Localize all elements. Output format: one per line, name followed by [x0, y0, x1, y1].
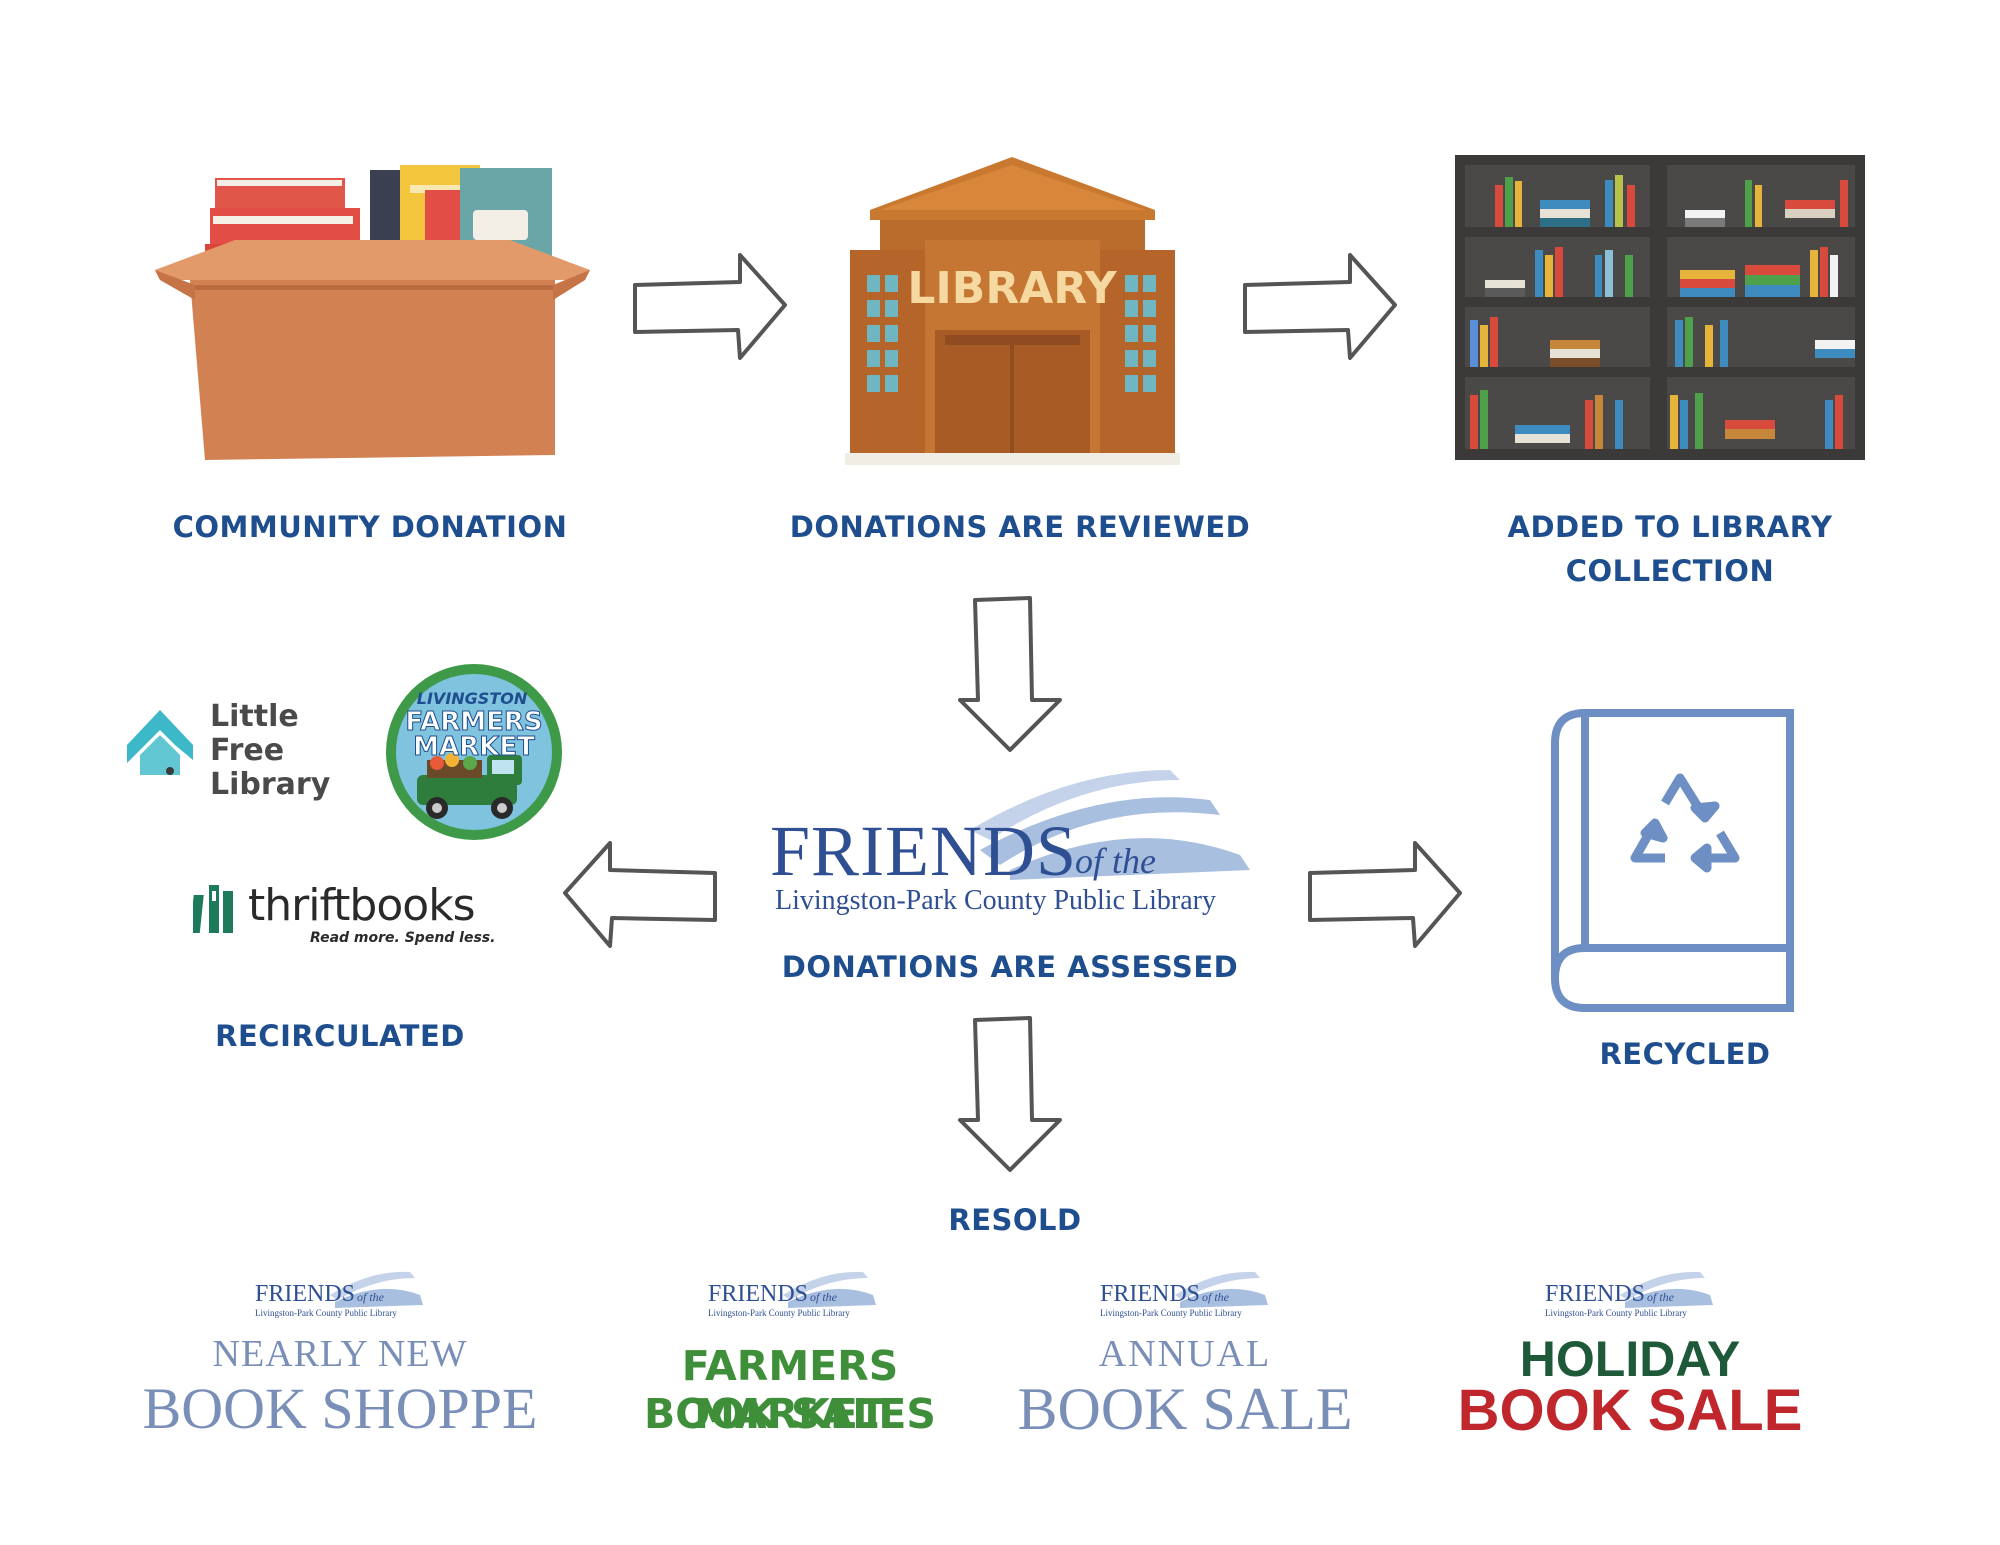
mini-logo-swoosh [1620, 1271, 1713, 1308]
annual-line1: ANNUAL [1098, 1333, 1272, 1375]
arrow-right-icon [1243, 253, 1397, 360]
mini-of-the: of the [1647, 1290, 1674, 1304]
farmers-line1: FARMERS MARKET [681, 1342, 899, 1438]
farmers-market-badge: LIVINGSTON FARMERS MARKET [386, 664, 562, 840]
library-sign-text: LIBRARY [907, 263, 1117, 314]
mini-of-the: of the [357, 1290, 384, 1304]
little-free-library-wordmark: Little Free Library [210, 700, 330, 802]
caption-donations-assessed: DONATIONS ARE ASSESSED [781, 950, 1239, 984]
badge-word-2: FARMERS [405, 707, 542, 737]
arrow-right-icon [1308, 841, 1462, 948]
outlet-holiday-book-sale: FRIENDS of the Livingston-Park County Pu… [1420, 1270, 1840, 1450]
bookshelf-icon [1455, 155, 1865, 460]
lfl-word-3: Library [210, 767, 331, 802]
logo-swoosh-graphic [970, 770, 1250, 880]
caption-recirculated: RECIRCULATED [215, 1019, 465, 1053]
caption-resold: RESOLD [948, 1203, 1082, 1237]
farmers-line2: BOOK SALES [644, 1390, 936, 1438]
caption-added-line1: ADDED TO LIBRARY [1507, 510, 1833, 544]
mini-friends-word: FRIENDS [1545, 1281, 1646, 1307]
thriftbooks-icon [193, 885, 233, 933]
caption-community-donation: COMMUNITY DONATION [172, 510, 568, 544]
mini-friends-logo: FRIENDS of the Livingston-Park County Pu… [708, 1270, 878, 1320]
lfl-word-1: Little [210, 699, 299, 734]
mini-friends-word: FRIENDS [708, 1281, 809, 1307]
lfl-word-2: Free [210, 733, 285, 768]
mini-library-name: Livingston-Park County Public Library [1100, 1308, 1242, 1318]
mini-of-the: of the [1202, 1290, 1229, 1304]
of-the-text: of the [1075, 841, 1156, 881]
library-building-icon: LIBRARY [845, 157, 1180, 465]
badge-word-3: MARKET [413, 732, 535, 762]
badge-word-1: LIVINGSTON [417, 689, 528, 708]
arrow-left-icon [563, 841, 717, 948]
outlet-nearly-new-book-shoppe: FRIENDS of the Livingston-Park County Pu… [130, 1270, 550, 1450]
arrow-down-icon [958, 596, 1062, 752]
mini-logo-swoosh [1175, 1271, 1268, 1308]
mini-friends-logo: FRIENDS of the Livingston-Park County Pu… [1545, 1270, 1715, 1320]
outlet-annual-book-sale: FRIENDS of the Livingston-Park County Pu… [1015, 1270, 1355, 1450]
thriftbooks-wordmark: thriftbooks [248, 880, 476, 931]
mini-friends-logo: FRIENDS of the Livingston-Park County Pu… [255, 1270, 425, 1320]
arrow-right-icon [633, 253, 787, 360]
friends-word: FRIENDS [770, 811, 1078, 891]
thriftbooks-tagline: Read more. Spend less. [310, 930, 496, 946]
mini-friends-word: FRIENDS [255, 1281, 356, 1307]
mini-library-name: Livingston-Park County Public Library [708, 1308, 850, 1318]
mini-logo-swoosh [330, 1271, 423, 1308]
mini-of-the: of the [810, 1290, 837, 1304]
mini-library-name: Livingston-Park County Public Library [255, 1308, 397, 1318]
mini-library-name: Livingston-Park County Public Library [1545, 1308, 1687, 1318]
nearly-new-line1: NEARLY NEW [212, 1333, 468, 1375]
holiday-line1: HOLIDAY [1519, 1331, 1741, 1387]
little-free-library-icon [127, 710, 193, 775]
annual-line2: BOOK SALE [1017, 1376, 1353, 1442]
mini-friends-logo: FRIENDS of the Livingston-Park County Pu… [1100, 1270, 1270, 1320]
holiday-line2: BOOK SALE [1457, 1378, 1803, 1443]
mini-logo-swoosh [783, 1271, 876, 1308]
caption-added-line2: COLLECTION [1565, 554, 1775, 588]
donation-box-icon [155, 165, 590, 460]
recycled-book-icon [1551, 709, 1794, 1012]
nearly-new-line2: BOOK SHOPPE [142, 1376, 538, 1441]
caption-donations-reviewed: DONATIONS ARE REVIEWED [789, 510, 1251, 544]
arrow-down-icon [958, 1016, 1062, 1172]
outlet-farmers-market-book-sales: FRIENDS of the Livingston-Park County Pu… [600, 1270, 980, 1450]
caption-added-to-collection: ADDED TO LIBRARY COLLECTION [1480, 505, 1860, 593]
mini-friends-word: FRIENDS [1100, 1281, 1201, 1307]
library-name-text: Livingston-Park County Public Library [775, 885, 1216, 916]
caption-recycled: RECYCLED [1599, 1037, 1771, 1071]
friends-logo-main: FRIENDS of the Livingston-Park County Pu… [770, 770, 1260, 930]
